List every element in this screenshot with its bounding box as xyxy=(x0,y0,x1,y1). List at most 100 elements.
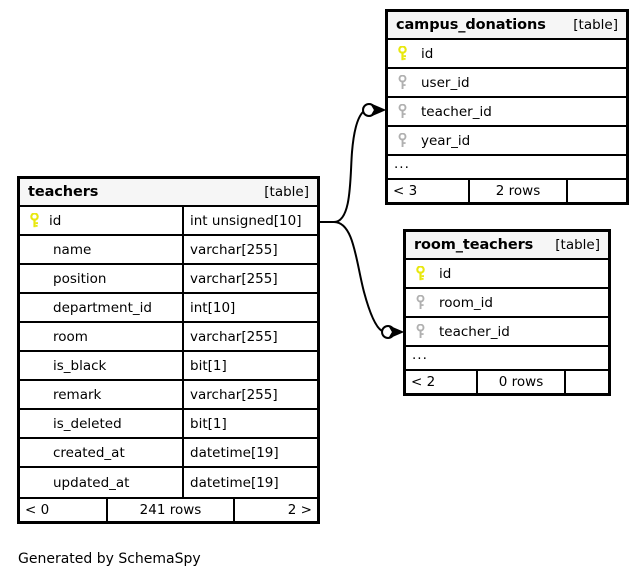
prev-page-control[interactable]: < 0 xyxy=(25,502,50,518)
table-row[interactable]: department_id int[10] xyxy=(20,294,317,323)
column-type: bit[1] xyxy=(182,410,317,437)
column-type: varchar[255] xyxy=(182,381,317,408)
entity-columns-teachers: id int unsigned[10] name varchar[255] po… xyxy=(20,207,317,497)
column-name-cell: name xyxy=(20,236,182,263)
column-label: teacher_id xyxy=(421,103,492,120)
entity-type-tag: [table] xyxy=(264,184,309,200)
column-label: created_at xyxy=(53,444,125,461)
column-name-cell: year_id xyxy=(388,127,626,154)
column-name-cell: user_id xyxy=(388,69,626,96)
table-row[interactable]: id int unsigned[10] xyxy=(20,207,317,236)
column-label: room_id xyxy=(439,294,493,311)
more-columns-row: ... xyxy=(388,156,626,178)
table-row[interactable]: teacher_id xyxy=(406,318,608,347)
entity-header-room-teachers: room_teachers [table] xyxy=(406,232,608,260)
table-row[interactable]: teacher_id xyxy=(388,98,626,127)
column-label: year_id xyxy=(421,132,471,149)
table-row[interactable]: room varchar[255] xyxy=(20,323,317,352)
foreign-key-icon xyxy=(394,75,411,90)
column-label: position xyxy=(53,270,107,287)
column-label: id xyxy=(49,212,62,229)
column-name-cell: id xyxy=(388,40,626,67)
edge-arrowhead-campus_donations xyxy=(369,102,387,118)
entity-footer-room-teachers: < 2 0 rows xyxy=(406,369,608,393)
column-type: varchar[255] xyxy=(182,236,317,263)
table-row[interactable]: position varchar[255] xyxy=(20,265,317,294)
column-type: int[10] xyxy=(182,294,317,321)
column-name-cell: room xyxy=(20,323,182,350)
entity-header-teachers: teachers [table] xyxy=(20,179,317,207)
entity-type-tag: [table] xyxy=(555,237,600,253)
foreign-key-icon xyxy=(394,104,411,119)
column-label: is_deleted xyxy=(53,415,122,432)
entity-columns-room-teachers: id room_id xyxy=(406,260,608,369)
column-name-cell: department_id xyxy=(20,294,182,321)
column-name-cell: remark xyxy=(20,381,182,408)
next-page-control[interactable] xyxy=(568,180,626,202)
table-row[interactable]: user_id xyxy=(388,69,626,98)
column-label: is_black xyxy=(53,357,107,374)
table-row[interactable]: updated_at datetime[19] xyxy=(20,468,317,497)
entity-teachers[interactable]: teachers [table] id int unsigned xyxy=(17,176,320,524)
row-count-label: 2 rows xyxy=(468,180,568,202)
column-type: int unsigned[10] xyxy=(182,207,317,234)
table-row[interactable]: id xyxy=(406,260,608,289)
column-label: name xyxy=(53,241,92,258)
prev-page-control[interactable]: < 2 xyxy=(411,374,436,390)
entity-header-campus-donations: campus_donations [table] xyxy=(388,12,626,40)
prev-page-control[interactable]: < 3 xyxy=(393,183,418,199)
table-row[interactable]: is_black bit[1] xyxy=(20,352,317,381)
column-type: datetime[19] xyxy=(182,439,317,466)
entity-title-teachers: teachers xyxy=(28,184,99,200)
more-columns-label: ... xyxy=(412,346,428,363)
column-type: datetime[19] xyxy=(182,468,317,497)
next-page-control[interactable] xyxy=(566,371,608,393)
column-name-cell: is_black xyxy=(20,352,182,379)
edge-teachers-campus_donations xyxy=(333,110,365,223)
next-page-control[interactable]: 2 > xyxy=(287,502,312,518)
column-label: room xyxy=(53,328,88,345)
column-name-cell: is_deleted xyxy=(20,410,182,437)
column-name-cell: id xyxy=(406,260,608,287)
edge-teachers-room_teachers xyxy=(333,221,383,332)
row-count-label: 241 rows xyxy=(106,499,235,521)
entity-title-campus-donations: campus_donations xyxy=(396,17,546,33)
edge-crowfoot-circle-room_teachers xyxy=(381,325,395,339)
table-row[interactable]: remark varchar[255] xyxy=(20,381,317,410)
column-label: user_id xyxy=(421,74,470,91)
table-row[interactable]: id xyxy=(388,40,626,69)
column-label: teacher_id xyxy=(439,323,510,340)
row-count-label: 0 rows xyxy=(476,371,566,393)
primary-key-icon xyxy=(26,213,43,228)
table-row[interactable]: year_id xyxy=(388,127,626,156)
edge-crowfoot-circle-campus_donations xyxy=(362,103,376,117)
entity-title-room-teachers: room_teachers xyxy=(414,237,534,253)
primary-key-icon xyxy=(394,46,411,61)
column-name-cell: teacher_id xyxy=(388,98,626,125)
entity-footer-campus-donations: < 3 2 rows xyxy=(388,178,626,202)
column-label: department_id xyxy=(53,299,152,316)
column-name-cell: position xyxy=(20,265,182,292)
table-row[interactable]: is_deleted bit[1] xyxy=(20,410,317,439)
table-row[interactable]: name varchar[255] xyxy=(20,236,317,265)
entity-room-teachers[interactable]: room_teachers [table] id xyxy=(403,229,611,396)
entity-type-tag: [table] xyxy=(573,17,618,33)
column-name-cell: updated_at xyxy=(20,468,182,497)
column-name-cell: teacher_id xyxy=(406,318,608,345)
column-name-cell: room_id xyxy=(406,289,608,316)
column-name-cell: id xyxy=(20,207,182,234)
column-type: varchar[255] xyxy=(182,265,317,292)
diagram-caption: Generated by SchemaSpy xyxy=(18,551,201,567)
entity-footer-teachers: < 0 241 rows 2 > xyxy=(20,497,317,521)
entity-campus-donations[interactable]: campus_donations [table] id xyxy=(385,9,629,205)
foreign-key-icon xyxy=(412,295,429,310)
more-columns-row: ... xyxy=(406,347,608,369)
table-row[interactable]: created_at datetime[19] xyxy=(20,439,317,468)
column-label: id xyxy=(421,45,434,62)
table-row[interactable]: room_id xyxy=(406,289,608,318)
entity-columns-campus-donations: id user_id xyxy=(388,40,626,178)
edge-arrowhead-room_teachers xyxy=(387,324,405,340)
column-label: id xyxy=(439,265,452,282)
column-label: remark xyxy=(53,386,102,403)
